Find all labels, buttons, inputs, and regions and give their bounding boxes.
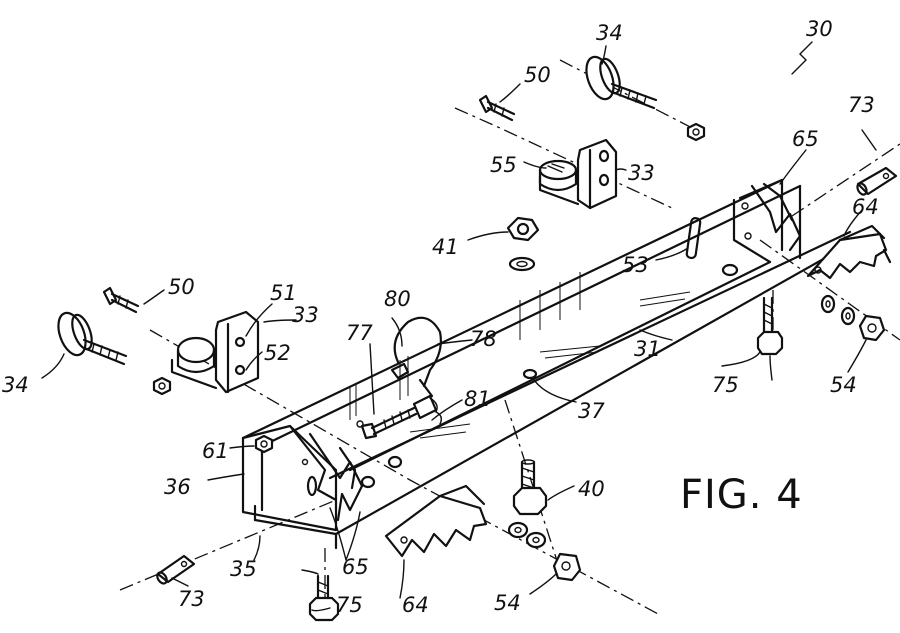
ring-assembly — [360, 316, 443, 440]
label-bracket-hole-upper: 51 — [270, 281, 297, 305]
label-ring: 80 — [384, 287, 411, 311]
label-adjuster: 55 — [490, 153, 517, 177]
pin-right — [856, 166, 898, 196]
screw-left — [102, 286, 140, 314]
knob-right — [585, 55, 658, 110]
label-pin-hole: 61 — [202, 439, 229, 463]
label-pin-left: 73 — [178, 587, 205, 611]
adjuster-knob — [538, 159, 578, 192]
label-bolt-center: 40 — [578, 477, 605, 501]
label-nut-center: 41 — [432, 235, 459, 259]
label-bolt-right: 75 — [712, 373, 739, 397]
bracket-left — [170, 310, 260, 394]
channel-body — [241, 178, 852, 550]
pin-left — [156, 554, 196, 585]
label-end-wall: 36 — [164, 475, 191, 499]
label-ring-arm: 78 — [470, 327, 497, 351]
label-knob-left: 34 — [2, 373, 29, 397]
figure-title: FIG. 4 — [680, 472, 803, 518]
label-tabs-right: 65 — [792, 127, 819, 151]
nut-bottom — [507, 521, 582, 582]
clip-right — [806, 224, 892, 280]
bolt-right — [756, 296, 784, 356]
clip-bottom — [384, 484, 488, 558]
tabs-right — [750, 182, 802, 252]
label-screw-right: 50 — [524, 63, 551, 87]
label-bracket-hole-lower: 52 — [264, 341, 291, 365]
leader-lines — [41, 41, 877, 612]
nut-center — [506, 216, 540, 272]
label-tabs-left: 65 — [342, 555, 369, 579]
label-spring: 81 — [464, 387, 491, 411]
label-pin-right: 73 — [848, 93, 875, 117]
bolt-bottom — [308, 574, 340, 622]
label-rod: 77 — [346, 321, 373, 345]
label-bracket-left: 33 — [292, 303, 319, 327]
knob-left — [57, 311, 128, 366]
label-clip-right: 64 — [852, 195, 879, 219]
label-hole: 37 — [578, 399, 605, 423]
label-bolt-bottom: 75 — [336, 593, 363, 617]
label-knob-right: 34 — [596, 21, 623, 45]
bracket-right — [538, 138, 618, 210]
screw-right — [478, 94, 516, 122]
label-clip-bottom: 64 — [402, 593, 429, 617]
callout-labels: 30 34 50 73 65 55 33 64 41 53 50 51 80 3… — [2, 17, 879, 617]
label-screw-left: 50 — [168, 275, 195, 299]
label-slot: 53 — [622, 253, 649, 277]
label-channel: 31 — [634, 337, 661, 361]
label-nut-bottom: 54 — [494, 591, 521, 615]
label-assembly: 30 — [806, 17, 833, 41]
label-bracket-right: 33 — [628, 161, 655, 185]
nut-right — [820, 294, 886, 342]
tabs-left — [288, 424, 364, 522]
label-nut-right: 54 — [830, 373, 857, 397]
label-front-lip: 35 — [230, 557, 257, 581]
bolt-center — [512, 459, 548, 516]
